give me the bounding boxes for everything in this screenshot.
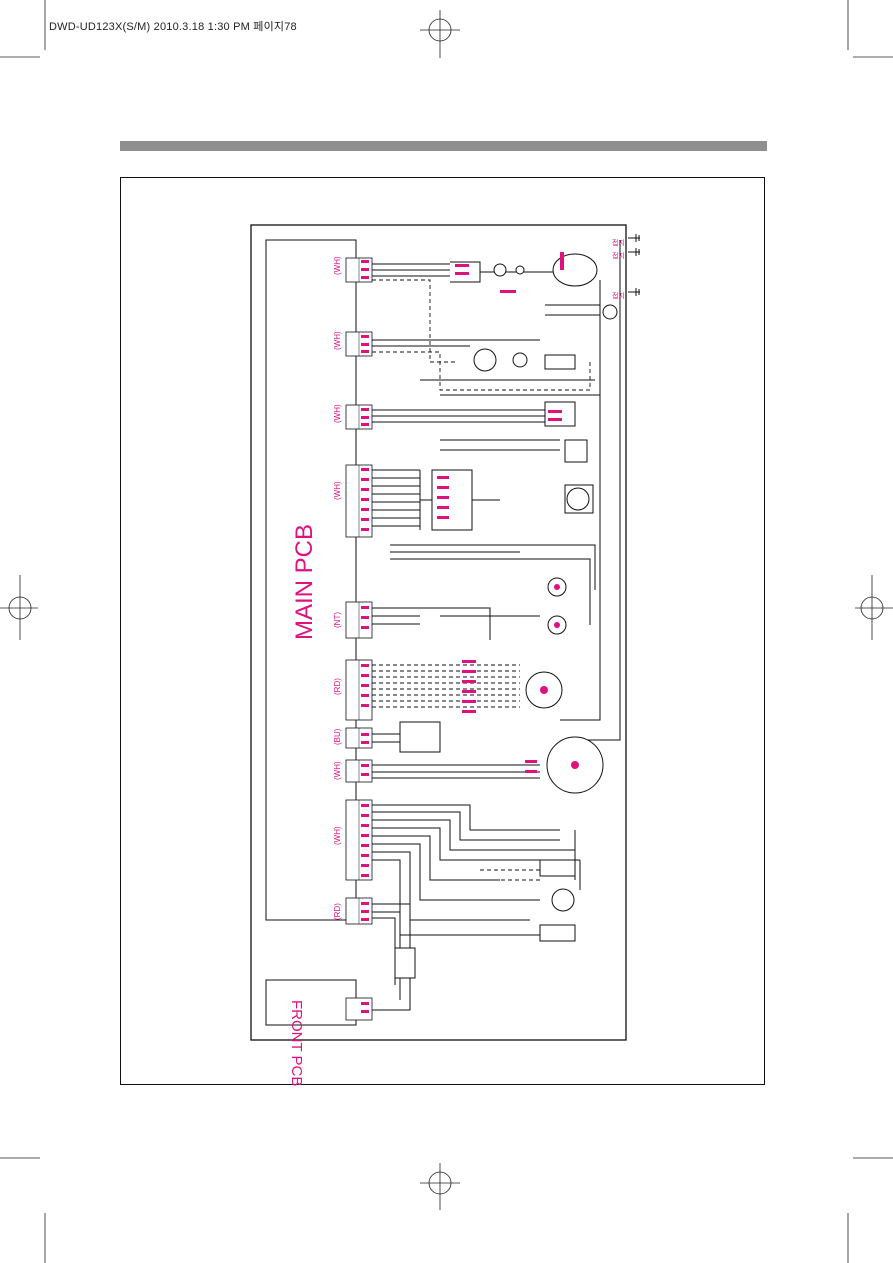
main-pcb-label: MAIN PCB (291, 524, 318, 640)
front-pcb-label: FRONT PCB (288, 1000, 305, 1086)
connector-color-label: (RD) (333, 903, 342, 920)
connector-color-label: (WH) (333, 256, 342, 275)
connector-color-label: (WH) (333, 331, 342, 350)
file-header: DWD-UD123X(S/M) 2010.3.18 1:30 PM 페이지78 (49, 21, 297, 33)
connector-color-label: (WH) (333, 481, 342, 500)
connector-color-label: (NT) (333, 612, 342, 628)
connector-color-label: (WH) (333, 404, 342, 423)
main-pcb-box (265, 239, 357, 921)
connector-labels: (WH) (WH) (WH) (WH) (NT) (RD) (BU) (WH) … (333, 256, 342, 920)
connector-color-label: (RD) (333, 678, 342, 695)
pin-marks (361, 252, 564, 1013)
ground-label: 접지 (612, 251, 625, 260)
diagram-frame (120, 177, 765, 1085)
ground-label: 접지 (612, 238, 625, 247)
connector-color-label: (BU) (333, 728, 342, 745)
ground-label: 접지 (612, 291, 625, 300)
section-divider-bar (120, 141, 767, 151)
connector-color-label: (WH) (333, 761, 342, 780)
schematic-border (250, 224, 627, 1041)
connector-color-label: (WH) (333, 826, 342, 845)
front-pcb-box (265, 979, 357, 1026)
dashed-wires (372, 279, 591, 881)
ground-symbols (628, 234, 640, 296)
component-markers (540, 584, 579, 769)
wires (372, 240, 621, 1011)
components (394, 253, 618, 979)
ground-labels: 접지 접지 접지 (612, 238, 625, 300)
